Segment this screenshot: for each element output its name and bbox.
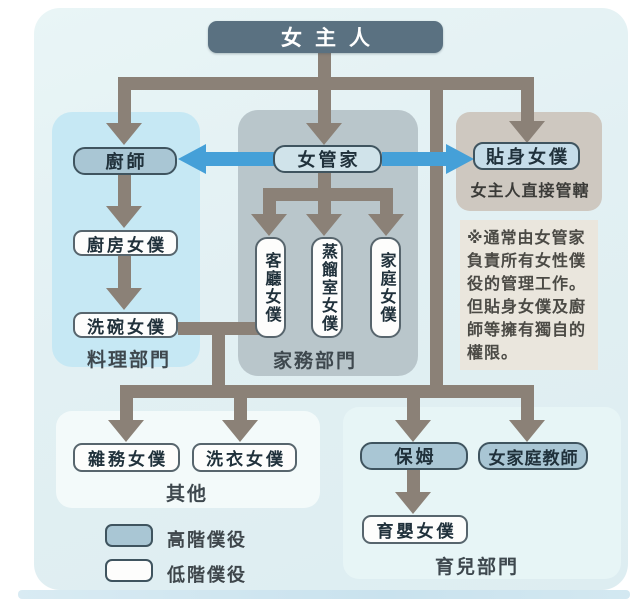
node-laundry-maid: 洗衣女僕 [192, 443, 297, 472]
connector-top-center-drop [318, 77, 331, 127]
node-house-maid-label: 家庭女僕 [377, 251, 395, 324]
connector-junction-drop [212, 326, 225, 398]
node-kitchen-maid-label: 廚房女僕 [87, 235, 167, 255]
note-line-5: 師等擁有獨自的 [467, 322, 587, 339]
arrowhead-to-housekeeper [306, 123, 342, 145]
node-housekeeper: 女管家 [273, 145, 382, 173]
arrowhead-to-odd-job-maid [108, 420, 144, 442]
blue-arrow-left-shaft [200, 152, 275, 166]
node-parlour-maid-label: 客廳女僕 [262, 251, 280, 324]
node-governess-label: 女家庭教師 [488, 448, 579, 468]
arrowhead-to-parlour-maid [251, 214, 287, 236]
note-line-2: 負責所有女性僕 [467, 253, 587, 270]
note-line-1: ※通常由女管家 [467, 230, 586, 247]
connector-nanny-drop [407, 470, 420, 495]
node-ladys-maid-label: 貼身女僕 [486, 147, 570, 167]
note-box: ※通常由女管家 負責所有女性僕 役的管理工作。 但貼身女僕及廚 師等擁有獨自的 … [460, 220, 598, 370]
node-scullery-maid: 洗碗女僕 [73, 312, 178, 338]
arrowhead-to-governess [509, 420, 545, 442]
childcare-panel [343, 407, 621, 579]
connector-main-branch-vertical [430, 77, 443, 398]
arrowhead-to-scullery-maid [106, 288, 142, 310]
arrowhead-to-house-maid [368, 214, 404, 236]
node-odd-job-maid-label: 雜務女僕 [88, 450, 168, 469]
node-mistress-label: 女主人 [281, 27, 383, 50]
arrowhead-to-kitchen-maid [106, 206, 142, 228]
housework-dept-label: 家務部門 [272, 351, 357, 372]
diagram-canvas: 女主人 廚師 女管家 貼身女僕 女主人直接管轄 廚房女僕 洗碗女僕 客廳女僕 蒸… [34, 8, 628, 590]
node-nursery-maid-label: 育嬰女僕 [376, 522, 457, 541]
node-nanny-label: 保姆 [394, 447, 437, 467]
node-stillroom-maid-label: 蒸餾室女僕 [319, 242, 336, 333]
node-ladys-maid: 貼身女僕 [473, 142, 580, 170]
node-cook-label: 廚師 [105, 152, 148, 172]
node-scullery-maid-label: 洗碗女僕 [87, 317, 167, 337]
node-housekeeper-label: 女管家 [297, 150, 361, 170]
arrowhead-to-nursery-maid [395, 492, 431, 514]
connector-dist-drop2 [234, 385, 247, 423]
node-odd-job-maid: 雜務女僕 [73, 443, 180, 472]
ladys-maid-caption: 女主人直接管轄 [470, 183, 590, 200]
connector-dist-drop4 [521, 385, 534, 423]
connector-split-mid-drop [318, 188, 331, 218]
connector-top-left-drop [118, 77, 131, 127]
node-governess: 女家庭教師 [478, 442, 588, 470]
blue-arrowhead-to-ladys-maid [446, 144, 474, 174]
connector-split-right-drop [380, 188, 393, 218]
cooking-dept-label: 料理部門 [86, 350, 171, 371]
arrowhead-to-cook [106, 123, 142, 145]
node-house-maid: 家庭女僕 [370, 237, 401, 338]
arrowhead-to-laundry-maid [222, 420, 258, 442]
node-nursery-maid: 育嬰女僕 [362, 515, 468, 544]
node-mistress: 女主人 [208, 21, 443, 53]
legend-high-rank-label: 高階僕役 [167, 530, 247, 550]
connector-split-left-drop [263, 188, 276, 218]
blue-arrow-right-shaft [382, 152, 452, 166]
arrowhead-to-stillroom-maid [306, 214, 342, 236]
legend-low-rank-swatch [105, 559, 153, 582]
note-line-3: 役的管理工作。 [467, 276, 587, 293]
node-cook: 廚師 [73, 147, 177, 175]
connector-dist-drop3 [407, 385, 420, 423]
node-stillroom-maid: 蒸餾室女僕 [311, 237, 343, 338]
node-kitchen-maid: 廚房女僕 [73, 230, 178, 256]
connector-top-right-drop [521, 77, 534, 125]
blue-arrowhead-to-cook [178, 144, 206, 174]
note-line-6: 權限。 [467, 345, 519, 362]
connector-cook-drop2 [118, 256, 131, 292]
arrowhead-to-nanny [395, 420, 431, 442]
connector-dist-drop1 [120, 385, 133, 423]
childcare-dept-label: 育兒部門 [434, 557, 519, 578]
connector-distribution-bar [120, 385, 534, 398]
node-parlour-maid: 客廳女僕 [255, 237, 286, 338]
others-label: 其他 [165, 484, 208, 505]
scan-edge-strip [18, 590, 630, 599]
node-laundry-maid-label: 洗衣女僕 [206, 450, 286, 469]
connector-cook-drop1 [118, 174, 131, 210]
note-line-4: 但貼身女僕及廚 [467, 299, 587, 316]
arrowhead-to-ladys-maid [509, 121, 545, 143]
legend-high-rank-swatch [105, 524, 153, 547]
legend-low-rank-label: 低階僕役 [167, 565, 247, 585]
node-nanny: 保姆 [360, 442, 468, 470]
